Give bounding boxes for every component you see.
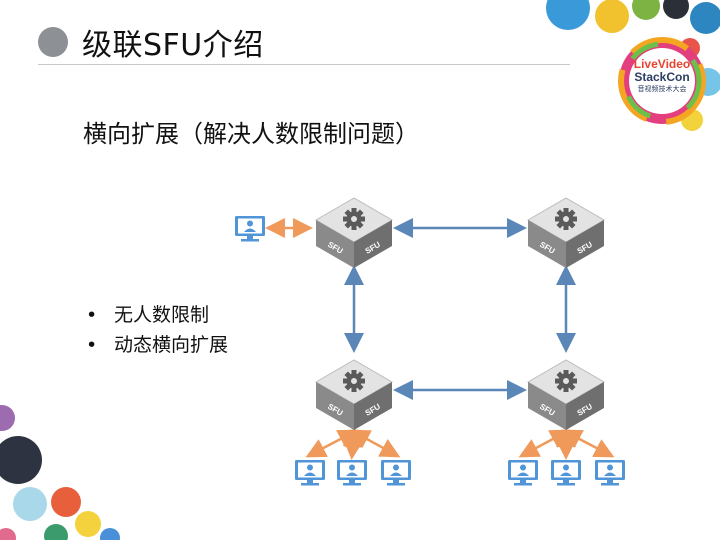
monitor-user-icon xyxy=(337,460,367,486)
livevideo-stackcon-logo xyxy=(618,37,706,125)
slide-subtitle: 横向扩展（解决人数限制问题） xyxy=(83,120,419,148)
sfu-node-left xyxy=(528,220,566,268)
monitor-user-icon xyxy=(295,460,325,486)
monitor-user-icon xyxy=(551,460,581,486)
client-link xyxy=(349,429,401,458)
client-link xyxy=(518,429,571,458)
bullet-text: 无人数限制 xyxy=(114,304,210,326)
client-link xyxy=(305,429,359,458)
bullet-item: •动态横向扩展 xyxy=(86,334,229,356)
title-bullet-dot xyxy=(38,27,68,57)
gear-icon xyxy=(555,208,577,230)
logo-text: LiveVideo StackCon 音视频技术大会 xyxy=(630,58,694,94)
monitor-user-icon xyxy=(381,460,411,486)
sfu-node-right xyxy=(354,382,392,430)
sfu-node-left xyxy=(528,382,566,430)
bullet-text: 动态横向扩展 xyxy=(114,334,229,356)
bullet-item: •无人数限制 xyxy=(86,304,210,326)
slide-title: 级联SFU介绍 xyxy=(82,28,264,63)
bullet-list: •无人数限制 •动态横向扩展 xyxy=(86,300,228,360)
monitor-user-icon xyxy=(508,460,538,486)
sfu-node-left xyxy=(316,220,354,268)
sfu-node-left xyxy=(316,382,354,430)
client-link xyxy=(342,427,364,460)
sfu-node-right xyxy=(566,382,604,430)
sfu-node-right xyxy=(566,220,604,268)
gear-icon xyxy=(555,370,577,392)
sfu-node-right xyxy=(354,220,392,268)
monitor-user-icon xyxy=(595,460,625,486)
client-link xyxy=(561,429,615,458)
title-divider xyxy=(38,64,570,65)
logo-line1: LiveVideo xyxy=(633,57,691,71)
logo-line2: StackCon xyxy=(634,70,690,84)
monitor-user-icon xyxy=(235,216,265,242)
logo-line3: 音视频技术大会 xyxy=(637,85,687,93)
gear-icon xyxy=(343,208,365,230)
gear-icon xyxy=(343,370,365,392)
